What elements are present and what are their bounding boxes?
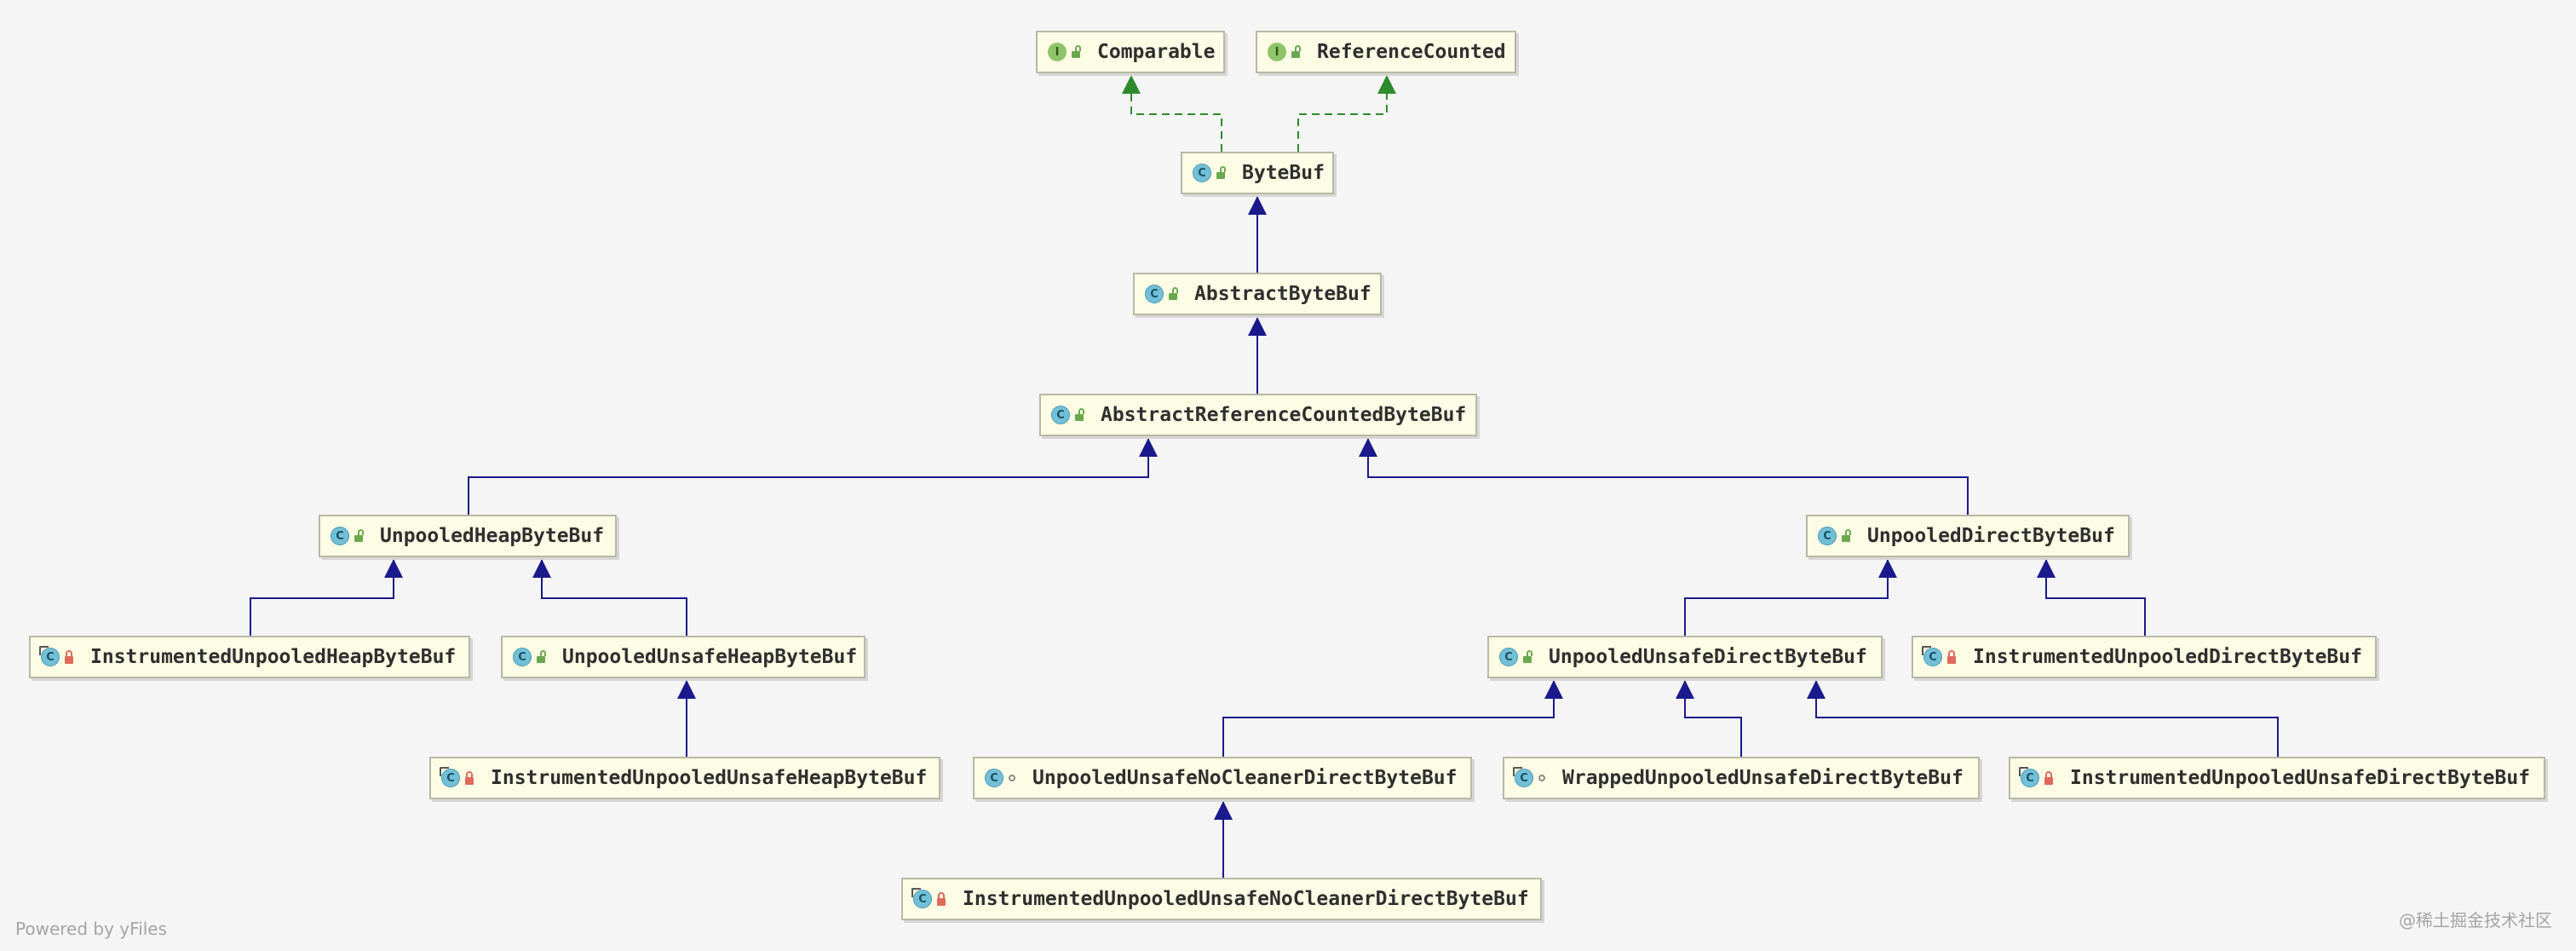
interface-icon: I (1268, 43, 1286, 61)
class-node-label: UnpooledHeapByteBuf (380, 525, 605, 547)
class-node-unpooledheapbytebuf[interactable]: C UnpooledHeapByteBuf (319, 515, 617, 557)
class-node-unpooleddirectbytebuf[interactable]: C UnpooledDirectByteBuf (1806, 515, 2130, 557)
watermark-label: @稀土掘金技术社区 (2399, 910, 2552, 931)
extends-edge-9 (1684, 559, 1897, 636)
private-lock-icon (2044, 770, 2053, 785)
class-icon: C (331, 527, 349, 545)
class-icon: C (985, 769, 1003, 787)
class-node-unpooledunsafedirectbytebuf[interactable]: C UnpooledUnsafeDirectByteBuf (1487, 636, 1883, 678)
extends-edge-10 (2037, 559, 2146, 636)
public-unlock-icon (1075, 408, 1084, 421)
class-node-label: Comparable (1097, 41, 1216, 63)
class-node-instrumentedunpooleddirectbytebuf[interactable]: C InstrumentedUnpooledDirectByteBuf (1912, 636, 2377, 678)
class-node-label: UnpooledUnsafeNoCleanerDirectByteBuf (1032, 767, 1458, 789)
extends-edge-12 (1676, 680, 1742, 757)
class-node-comparable[interactable]: I Comparable (1036, 31, 1225, 73)
class-icon: C (1193, 164, 1211, 182)
extends-edge-11 (1222, 680, 1563, 757)
class-node-label: AbstractReferenceCountedByteBuf (1101, 404, 1467, 426)
class-node-label: UnpooledUnsafeHeapByteBuf (562, 646, 858, 668)
class-node-label: UnpooledUnsafeDirectByteBuf (1549, 646, 1867, 668)
class-node-instrumentedunpooledunsafedirectbytebuf[interactable]: C InstrumentedUnpooledUnsafeDirectByteBuf (2009, 757, 2545, 799)
class-icon: C (1513, 767, 1533, 787)
class-node-label: AbstractByteBuf (1194, 283, 1371, 305)
class-node-label: UnpooledDirectByteBuf (1867, 525, 2115, 547)
class-icon: C (440, 767, 460, 787)
class-icon: C (1818, 527, 1837, 545)
public-unlock-icon (1523, 650, 1532, 663)
extends-edge-4 (468, 438, 1158, 515)
public-unlock-icon (1072, 45, 1081, 58)
public-unlock-icon (354, 529, 364, 542)
class-icon: C (513, 648, 532, 666)
class-icon: C (911, 888, 932, 908)
extends-edge-13 (1807, 680, 2279, 757)
class-node-wrappedunpooledunsafedirectbytebuf[interactable]: C WrappedUnpooledUnsafeDirectByteBuf (1503, 757, 1980, 799)
class-node-unpooledunsafeheapbytebuf[interactable]: C UnpooledUnsafeHeapByteBuf (501, 636, 865, 678)
public-unlock-icon (1291, 45, 1301, 58)
class-node-label: InstrumentedUnpooledUnsafeNoCleanerDirec… (963, 888, 1529, 910)
class-node-referencecounted[interactable]: I ReferenceCounted (1256, 31, 1516, 73)
class-node-instrumentedunpooledheapbytebuf[interactable]: C InstrumentedUnpooledHeapByteBuf (29, 636, 470, 678)
extends-edge-5 (1359, 438, 1969, 515)
private-lock-icon (65, 649, 73, 664)
class-icon: C (1145, 285, 1164, 303)
class-node-instrumentedunpooledunsafeheapbytebuf[interactable]: C InstrumentedUnpooledUnsafeHeapByteBuf (429, 757, 940, 799)
public-unlock-icon (1842, 529, 1851, 542)
class-node-label: WrappedUnpooledUnsafeDirectByteBuf (1562, 767, 1964, 789)
class-node-label: InstrumentedUnpooledUnsafeHeapByteBuf (491, 767, 928, 789)
implements-edge-1 (1297, 75, 1396, 152)
class-icon: C (1499, 648, 1518, 666)
class-icon: C (2019, 767, 2039, 787)
class-node-instrumentedunpooledunsafenocleanerdirectbytebuf[interactable]: C InstrumentedUnpooledUnsafeNoCleanerDire… (901, 878, 1542, 920)
interface-icon: I (1048, 43, 1067, 61)
public-unlock-icon (1216, 166, 1226, 179)
private-lock-icon (465, 770, 474, 785)
class-node-label: InstrumentedUnpooledDirectByteBuf (1973, 646, 2362, 668)
private-lock-icon (1947, 649, 1956, 664)
class-node-abstractbytebuf[interactable]: C AbstractByteBuf (1133, 273, 1382, 315)
class-node-label: InstrumentedUnpooledHeapByteBuf (90, 646, 457, 668)
extends-edge-6 (250, 559, 403, 636)
class-icon: C (1922, 646, 1942, 666)
public-unlock-icon (1169, 287, 1178, 300)
public-unlock-icon (537, 650, 546, 663)
extends-edge-7 (532, 559, 687, 636)
class-node-label: ReferenceCounted (1317, 41, 1506, 63)
implements-edge-0 (1122, 75, 1222, 152)
class-node-unpooledunsafenocleanerdirectbytebuf[interactable]: C UnpooledUnsafeNoCleanerDirectByteBuf (973, 757, 1472, 799)
class-node-abstractreferencecountedbytebuf[interactable]: C AbstractReferenceCountedByteBuf (1039, 394, 1477, 436)
class-icon: C (1051, 406, 1070, 424)
class-node-label: ByteBuf (1242, 162, 1325, 184)
package-visibility-icon (1538, 775, 1545, 781)
private-lock-icon (937, 891, 946, 906)
edges-layer (250, 75, 2279, 878)
class-node-label: InstrumentedUnpooledUnsafeDirectByteBuf (2070, 767, 2531, 789)
class-node-bytebuf[interactable]: C ByteBuf (1181, 152, 1334, 194)
class-icon: C (39, 646, 60, 666)
powered-by-label: Powered by yFiles (15, 919, 167, 939)
package-visibility-icon (1009, 775, 1015, 781)
